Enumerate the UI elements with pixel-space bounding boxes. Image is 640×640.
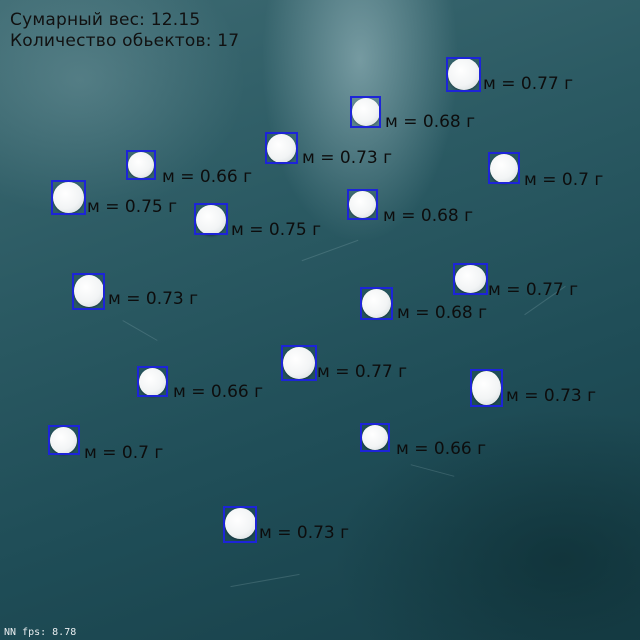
pill bbox=[455, 265, 486, 293]
mass-label: м = 0.68 г bbox=[397, 303, 488, 323]
fps-counter: NN fps: 8.78 bbox=[4, 627, 77, 638]
pill bbox=[472, 371, 501, 405]
pill bbox=[349, 191, 376, 218]
detection-box bbox=[446, 57, 481, 92]
pill bbox=[283, 347, 315, 379]
detection-box bbox=[360, 287, 393, 320]
detection-box bbox=[223, 506, 257, 543]
mass-label: м = 0.7 г bbox=[84, 443, 164, 463]
pill bbox=[362, 289, 391, 318]
pill bbox=[267, 134, 296, 163]
mass-label: м = 0.73 г bbox=[506, 386, 597, 406]
mass-label: м = 0.73 г bbox=[259, 523, 350, 543]
surface-scratch bbox=[410, 464, 455, 477]
pill bbox=[50, 427, 77, 454]
mass-label: м = 0.77 г bbox=[317, 362, 408, 382]
mass-label: м = 0.7 г bbox=[524, 170, 604, 190]
detection-box bbox=[360, 423, 390, 452]
detection-box bbox=[347, 189, 378, 220]
mass-label: м = 0.66 г bbox=[396, 439, 487, 459]
pill bbox=[128, 152, 154, 178]
pill bbox=[74, 275, 104, 307]
pill bbox=[225, 508, 256, 539]
pill bbox=[53, 182, 84, 213]
detection-box bbox=[350, 96, 381, 128]
detection-box bbox=[470, 369, 503, 407]
surface-scratch bbox=[230, 573, 300, 588]
detection-box bbox=[194, 203, 228, 235]
mass-label: м = 0.77 г bbox=[488, 280, 579, 300]
pill bbox=[139, 368, 166, 396]
mass-label: м = 0.68 г bbox=[385, 112, 476, 132]
mass-label: м = 0.66 г bbox=[162, 167, 253, 187]
detection-box bbox=[488, 152, 520, 184]
pill bbox=[362, 425, 388, 450]
surface-scratch bbox=[122, 320, 158, 341]
detection-box bbox=[281, 345, 317, 381]
pill bbox=[490, 154, 518, 183]
detection-box bbox=[137, 366, 168, 397]
pill bbox=[196, 205, 226, 235]
detection-box bbox=[453, 263, 488, 295]
mass-label: м = 0.75 г bbox=[231, 220, 322, 240]
object-count-text: Количество обьектов: 17 bbox=[10, 31, 240, 51]
detection-box bbox=[51, 180, 86, 215]
mass-label: м = 0.77 г bbox=[483, 74, 574, 94]
pill bbox=[448, 58, 480, 90]
mass-label: м = 0.68 г bbox=[383, 206, 474, 226]
mass-label: м = 0.73 г bbox=[302, 148, 393, 168]
mass-label: м = 0.73 г bbox=[108, 289, 199, 309]
detection-box bbox=[265, 132, 298, 164]
total-weight-text: Сумарный вес: 12.15 bbox=[10, 10, 201, 30]
detection-box bbox=[48, 425, 80, 455]
mass-label: м = 0.66 г bbox=[173, 382, 264, 402]
detection-box bbox=[126, 150, 156, 180]
mass-label: м = 0.75 г bbox=[87, 197, 178, 217]
pill bbox=[352, 98, 380, 126]
detection-box bbox=[72, 273, 105, 310]
surface-scratch bbox=[301, 239, 359, 262]
